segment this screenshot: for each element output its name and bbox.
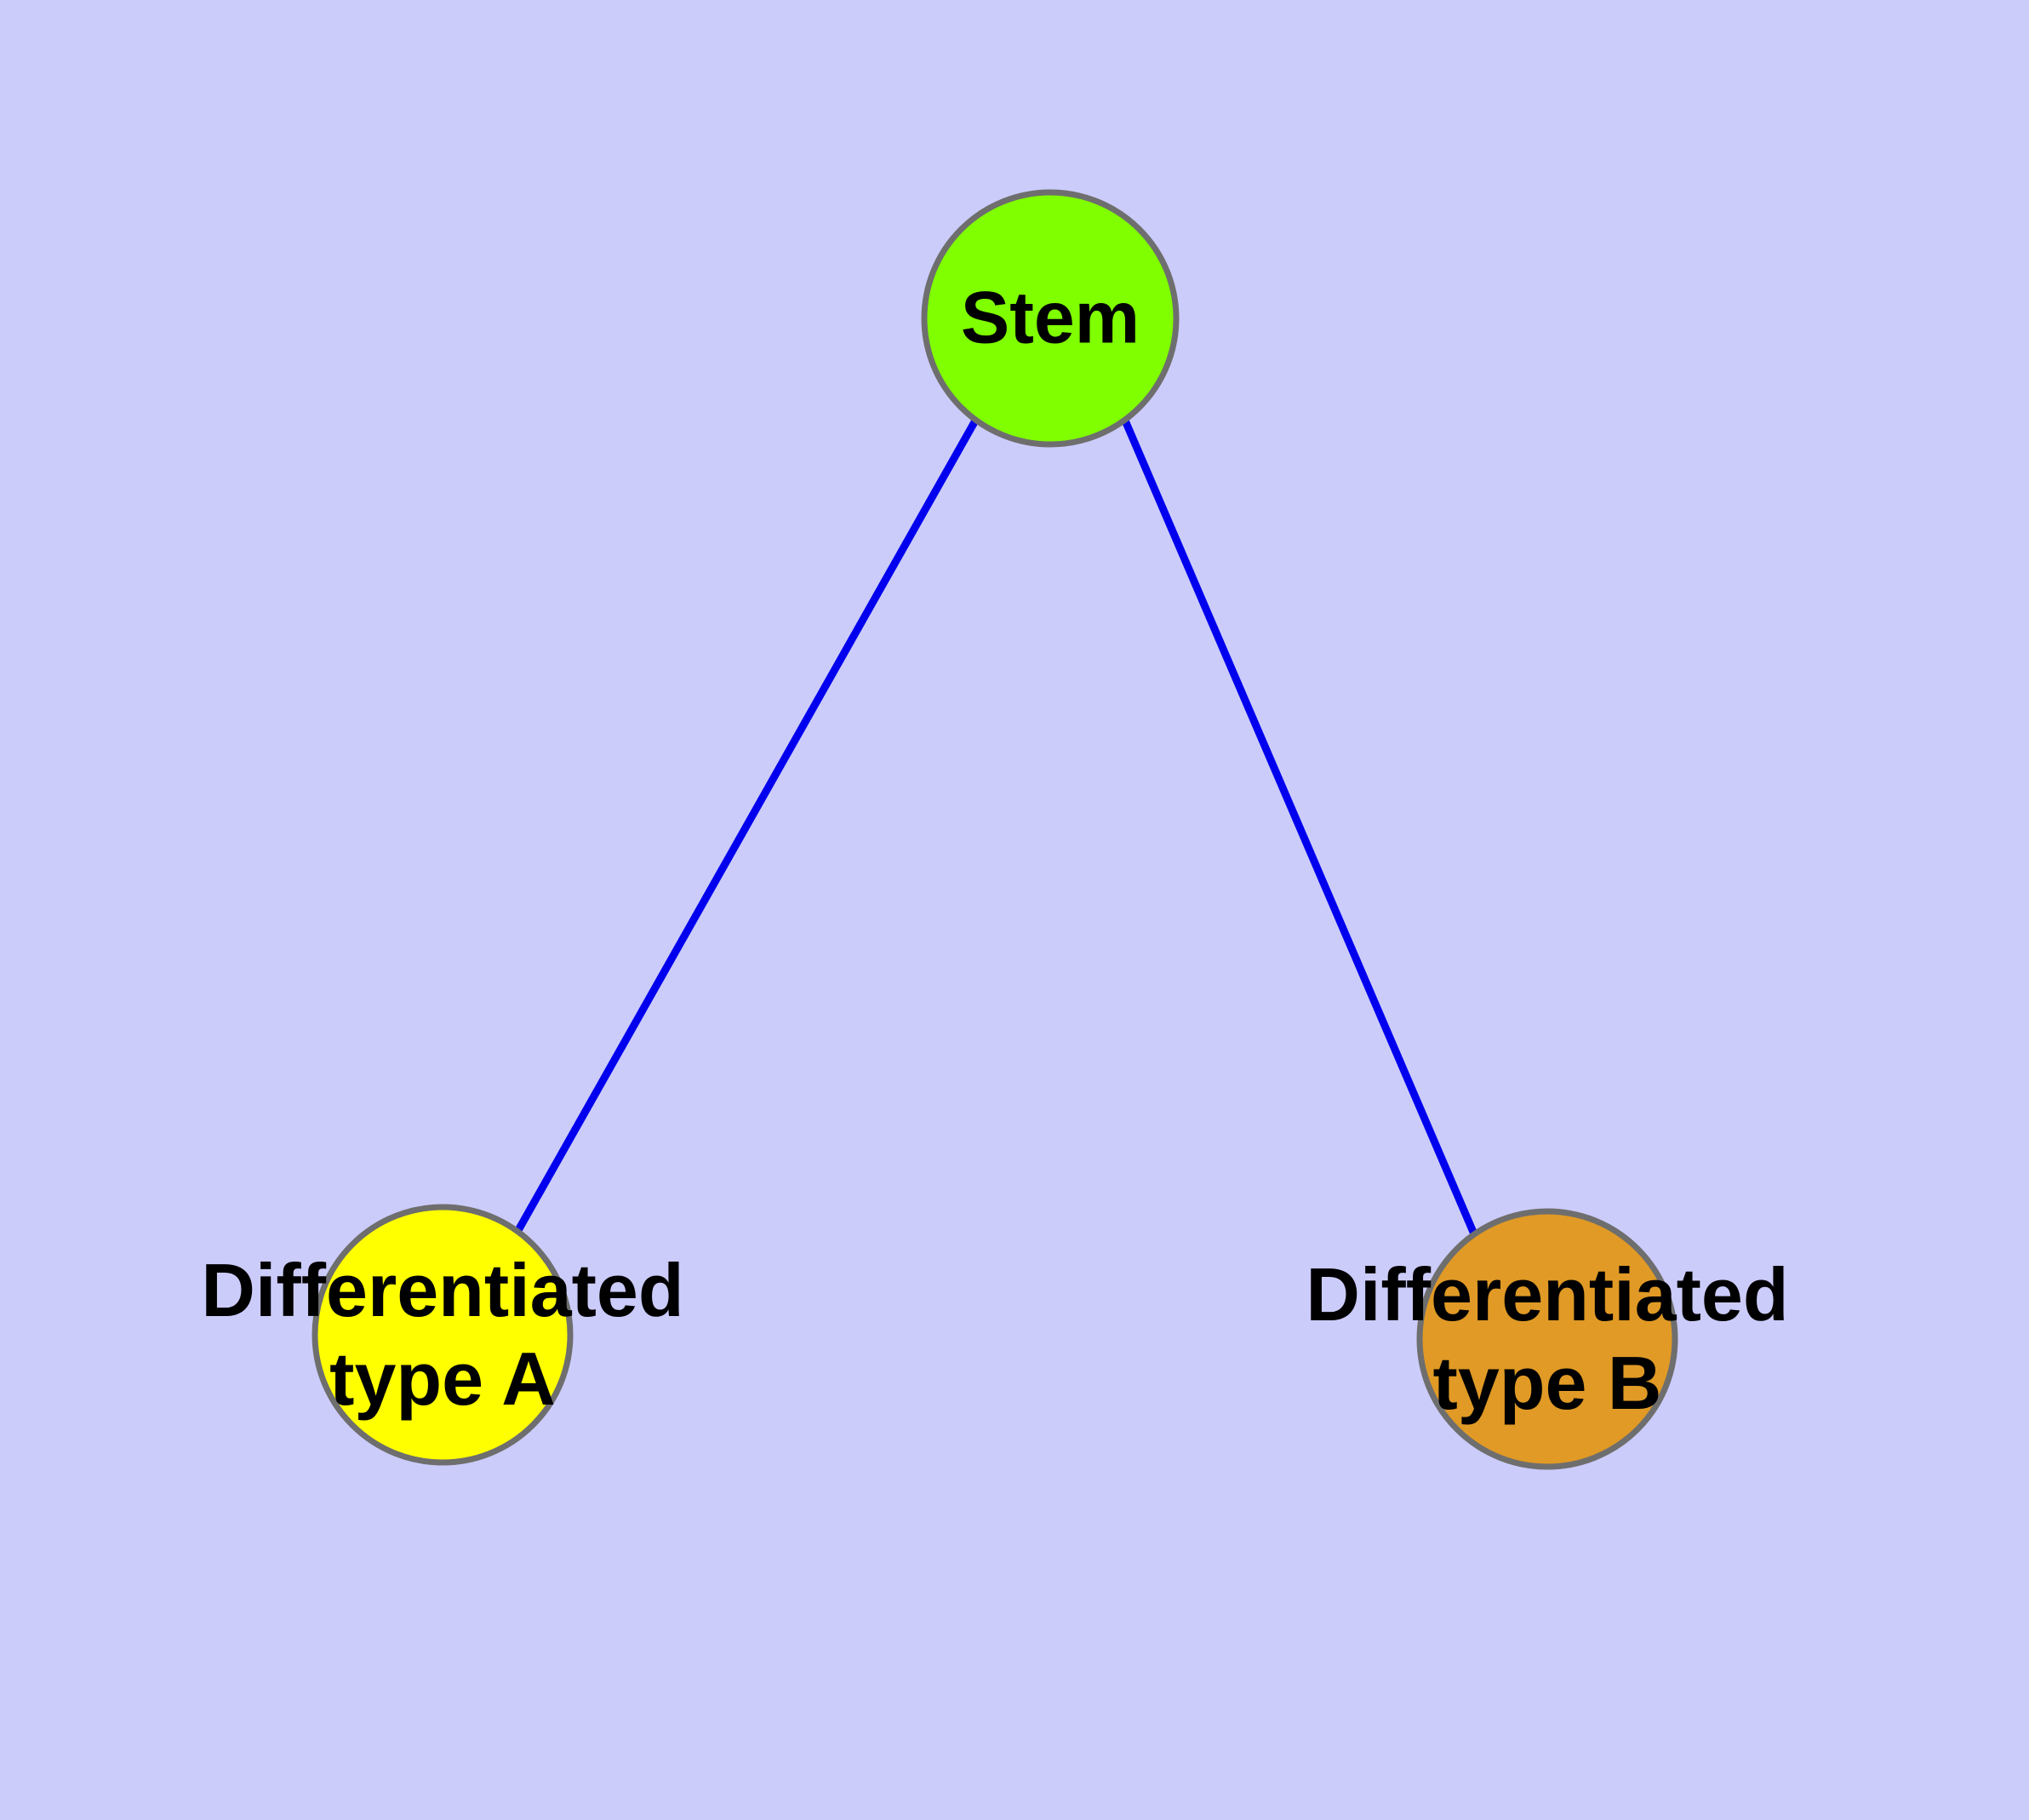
edge-layer xyxy=(514,418,1479,1238)
graph-node-stem[interactable] xyxy=(921,189,1180,448)
node-layer xyxy=(311,189,1678,1470)
graph-edge-stem-to-diff-a xyxy=(514,418,979,1234)
graph-node-diff-b[interactable] xyxy=(1416,1208,1678,1470)
graph-node-diff-a[interactable] xyxy=(311,1204,574,1466)
graph-edge-stem-to-diff-b xyxy=(1121,419,1479,1238)
